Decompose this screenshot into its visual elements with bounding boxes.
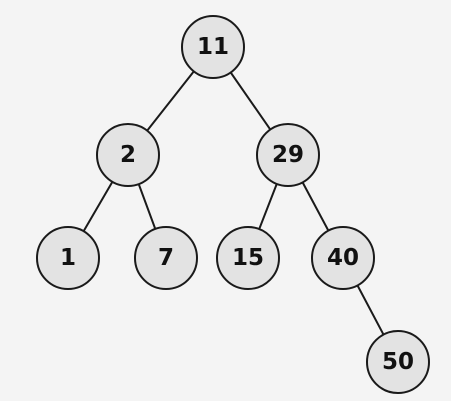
node-label: 50 — [382, 349, 414, 375]
node-circle — [366, 330, 430, 394]
node-circle — [96, 123, 160, 187]
tree-edges — [67, 46, 399, 363]
node-label: 15 — [232, 245, 264, 271]
tree-node-7: 7 — [134, 226, 198, 290]
tree-node-11: 11 — [181, 15, 245, 79]
tree-node-2: 2 — [96, 123, 160, 187]
node-circle — [256, 123, 320, 187]
node-circle — [36, 226, 100, 290]
tree-node-40: 40 — [311, 226, 375, 290]
node-label: 11 — [197, 34, 229, 60]
node-label: 40 — [327, 245, 359, 271]
tree-nodes: 11 2 29 1 7 15 40 50 — [36, 15, 430, 394]
tree-node-15: 15 — [216, 226, 280, 290]
tree-node-50: 50 — [366, 330, 430, 394]
node-label: 2 — [120, 142, 136, 168]
node-label: 7 — [158, 245, 174, 271]
tree-node-1: 1 — [36, 226, 100, 290]
node-label: 29 — [272, 142, 304, 168]
node-circle — [134, 226, 198, 290]
node-label: 1 — [60, 245, 76, 271]
node-circle — [216, 226, 280, 290]
tree-node-29: 29 — [256, 123, 320, 187]
node-circle — [181, 15, 245, 79]
node-circle — [311, 226, 375, 290]
